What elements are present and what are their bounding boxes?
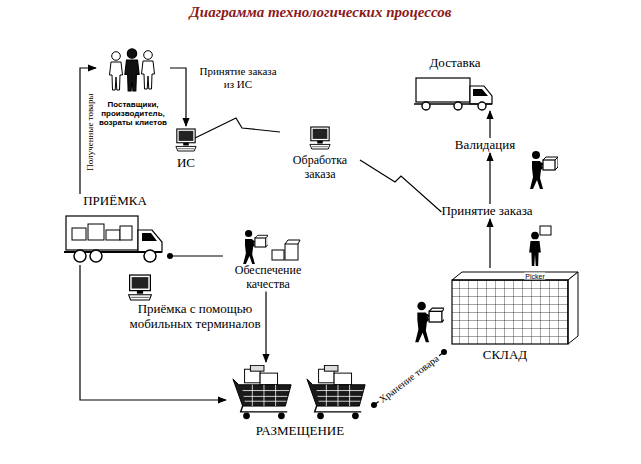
process-node: РАЗМЕЩЕНИЕ [226,362,374,439]
process-node: Принятие заказа [441,204,532,219]
node-label: РАЗМЕЩЕНИЕ [226,424,374,439]
shopping-cart [307,365,365,419]
quality-worker [285,240,300,244]
computer-icon [129,275,152,300]
validation-worker [530,151,558,189]
process-node: Доставка [413,56,498,111]
quality-worker [243,230,268,264]
connector-dot [441,349,447,355]
receiving-truck [88,224,104,240]
validation-worker [530,151,558,189]
warehouse-rack [452,272,578,280]
receiving-truck [74,250,86,262]
flow-connector [80,265,226,400]
node-label: Доставка [413,56,498,71]
receiving-truck [106,230,120,240]
edge-label: Хранение товара [375,351,442,406]
storage-worker [415,302,445,343]
warehouse-rack [452,280,568,344]
flow-connector [265,292,266,362]
connector-dot [371,402,377,408]
connector-dot [167,253,173,259]
supplier-node: Поставщики, производитель, возраты клиет… [96,42,170,128]
storage-worker [415,302,445,343]
node-label: Обеспечение качества [223,264,313,292]
flow-connector [489,111,490,138]
edge-label: Полученные товары [85,91,95,172]
shopping-cart [233,365,365,419]
process-node: Валидация [455,138,515,153]
flow-connector [170,68,186,126]
warehouse-rack [452,272,578,344]
receiving-truck [66,216,138,250]
receiving-truck [72,228,86,240]
receiving-truck [138,230,162,252]
node-label: ИС [177,156,195,171]
picker-worker [529,232,541,266]
suppliers-figures [110,52,123,90]
flow-connector [170,255,223,256]
delivery-truck [470,86,492,104]
node-label: Принятие заказа [441,204,532,219]
receiving-truck [64,216,162,262]
quality-worker [285,244,298,260]
node-label: Обработка заказа [280,154,360,182]
receiving-truck [144,250,156,262]
delivery-truck [422,102,430,110]
receiving-truck [90,250,102,262]
process-node: Обеспечение качества [223,226,313,292]
flow-connector [374,352,444,405]
receiving-truck [142,233,157,241]
suppliers-figures [142,51,155,89]
edge-label: Принятие заказа из ИС [191,65,285,90]
flow-connector [489,219,490,268]
system-node: ИС [177,126,195,171]
suppliers-figures [110,49,155,91]
picker-worker [540,226,551,235]
flow-connector [360,160,441,212]
process-node: Приёмка с помощью мобильных терминалов [120,272,270,332]
role-label: Picker [524,273,545,280]
node-label: Приёмка с помощью мобильных терминалов [120,302,270,332]
quality-worker [272,250,284,260]
receiving-truck [120,226,132,240]
delivery-truck [414,78,492,110]
warehouse-rack [568,272,578,344]
flow-connector [80,68,96,194]
node-label: Поставщики, производитель, возраты клиет… [96,100,170,128]
delivery-truck [473,89,488,96]
computer-icon [310,127,330,149]
delivery-truck [478,102,486,110]
process-node: Обработка заказа [280,124,360,182]
computer-icon [176,129,196,151]
shopping-cart [233,365,291,419]
process-node: ПРИЁМКА [60,194,170,265]
node-label: Валидация [455,138,515,153]
node-label: СКЛАД [444,348,566,363]
quality-worker [243,230,300,264]
delivery-truck [416,78,470,102]
suppliers-figures [125,49,139,91]
picker-worker [529,226,551,266]
diagram-title: Диаграмма технологических процессов [0,4,641,21]
delivery-truck [454,102,462,110]
process-node: СКЛАД [444,268,566,363]
computer-icon [129,127,331,300]
node-label: ПРИЁМКА [60,194,170,209]
flow-connector [489,153,490,204]
flow-connector [195,118,280,138]
